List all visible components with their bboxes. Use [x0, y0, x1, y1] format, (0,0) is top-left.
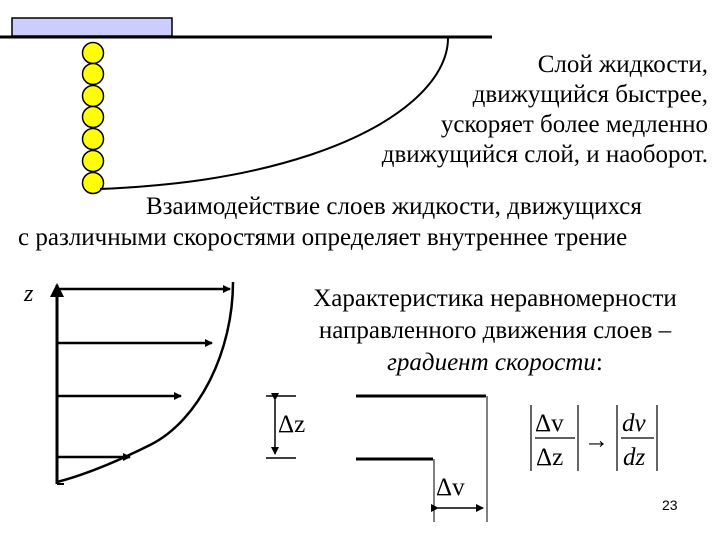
top-text-line: движущийся слой, и наоборот.: [381, 141, 708, 168]
layer-ball: [81, 171, 105, 195]
layer-ball: [81, 105, 105, 129]
delta-v-text: Δv: [436, 474, 465, 501]
fluid-layer-balls: [81, 41, 105, 195]
velocity-gradient-formula: Δv Δz → dv dz: [530, 405, 658, 471]
gradient-term: градиент скорости: [387, 349, 596, 376]
top-text-line: движущийся быстрее,: [472, 81, 708, 108]
middle-explanation-line-2: с различными скоростями определяет внутр…: [18, 224, 628, 251]
top-text-line: Слой жидкости,: [537, 51, 708, 78]
velocity-profile-curve-bottom: [56, 281, 235, 484]
layer-ball: [81, 84, 105, 108]
delta-z-text: Δz: [278, 411, 306, 438]
moving-plate: [11, 17, 173, 37]
gradient-colon: :: [595, 349, 603, 376]
layer-ball: [81, 149, 105, 173]
velocity-profile-curve-top: [99, 37, 449, 190]
middle-explanation-line-1: Взаимодействие слоев жидкости, движущихс…: [146, 193, 642, 220]
formula-dv: dv: [622, 410, 647, 437]
delta-z-label: Δz: [278, 411, 305, 439]
top-text-line: ускоряет более медленно: [440, 111, 708, 138]
description-line: Характеристика неравномерности: [313, 285, 677, 312]
description-line: направленного движения слоев –: [318, 317, 672, 344]
top-explanation: Слой жидкости, движущийся быстрее, ускор…: [382, 50, 708, 170]
gradient-description: Характеристика неравномерности направлен…: [270, 283, 720, 379]
formula-dz: dz: [623, 444, 646, 471]
formula-delta-v: Δv: [535, 410, 564, 437]
layer-ball: [81, 41, 105, 65]
formula-delta-z: Δz: [536, 444, 563, 471]
layer-ball: [81, 127, 105, 151]
page-number: 23: [662, 497, 678, 513]
z-axis-label: z: [24, 281, 34, 307]
layer-ball: [81, 62, 105, 86]
description-line-gradient: градиент скорости:: [270, 347, 720, 379]
delta-v-label: Δv: [436, 474, 465, 502]
formula-arrow: →: [584, 427, 609, 454]
